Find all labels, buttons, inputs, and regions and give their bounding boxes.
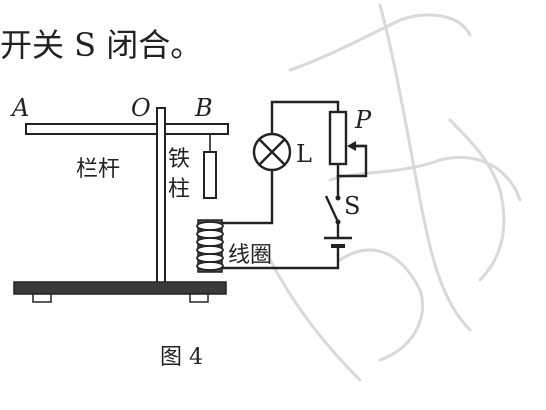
support-post xyxy=(156,107,166,285)
label-o: O xyxy=(131,94,151,122)
battery-symbol xyxy=(324,236,352,256)
label-iron-column-1: 铁 xyxy=(168,147,190,172)
label-coil: 线圈 xyxy=(228,243,272,268)
rheostat xyxy=(328,110,348,166)
lever-bar xyxy=(25,123,229,135)
coil xyxy=(196,219,224,273)
header-text: 开关 S 闭合。 xyxy=(0,26,202,64)
watermark xyxy=(263,3,522,382)
label-b: B xyxy=(194,94,213,122)
lamp-symbol xyxy=(252,132,292,172)
base-foot-left xyxy=(32,293,52,303)
figure-caption: 图 4 xyxy=(160,345,203,370)
label-switch: S xyxy=(344,192,360,220)
slider-arrow xyxy=(347,141,366,151)
base-foot-right xyxy=(189,293,209,303)
base-plate xyxy=(13,281,227,295)
switch-symbol xyxy=(324,195,341,225)
label-a: A xyxy=(10,94,29,122)
label-slider: P xyxy=(354,106,372,134)
iron-column xyxy=(203,151,217,199)
label-lever: 栏杆 xyxy=(76,157,120,182)
label-lamp: L xyxy=(296,140,312,168)
label-iron-column-2: 柱 xyxy=(168,177,190,202)
